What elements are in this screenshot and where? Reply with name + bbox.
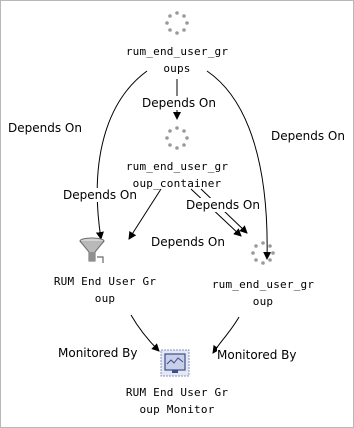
- edge-label-container-to-rum-group-ci-a: Depends On: [186, 198, 260, 212]
- node-rum-end-user-groups-label[interactable]: rum_end_user_gr oups: [119, 43, 235, 77]
- group-dots-icon[interactable]: [250, 240, 276, 266]
- edge-rum-group-to-monitor[interactable]: [130, 314, 160, 352]
- edge-groups-to-rum-group[interactable]: [95, 70, 148, 240]
- group-dots-icon[interactable]: [164, 10, 190, 36]
- node-label-line: rum_end_user_gr: [211, 278, 315, 291]
- node-label-line: RUM End User Gr: [53, 275, 157, 288]
- node-rum-end-user-group-ci-label[interactable]: rum_end_user_gr oup: [205, 276, 321, 310]
- node-rum-end-user-group-monitor-label[interactable]: RUM End User Gr oup Monitor: [119, 384, 235, 418]
- edge-label-container-to-rum-group: Depends On: [63, 188, 137, 202]
- node-label-line: oups: [163, 62, 191, 75]
- node-label-line: rum_end_user_gr: [125, 160, 229, 173]
- edge-groups-to-rum-group-ci[interactable]: [206, 70, 272, 260]
- edge-label-rum-group-ci-to-monitor: Monitored By: [217, 348, 297, 362]
- node-label-line: RUM End User Gr: [125, 386, 229, 399]
- edge-container-to-rum-group[interactable]: [128, 188, 162, 240]
- edge-rum-group-ci-to-monitor[interactable]: [212, 316, 240, 354]
- edge-label-rum-group-to-monitor: Monitored By: [58, 346, 138, 360]
- edge-label-groups-to-rum-group-ci: Depends On: [271, 129, 345, 143]
- node-label-line: oup: [252, 295, 274, 308]
- node-label-line: oup Monitor: [139, 403, 215, 416]
- node-label-line: rum_end_user_gr: [125, 45, 229, 58]
- edge-label-container-to-rum-group-ci-b: Depends On: [151, 235, 225, 249]
- node-rum-end-user-group-container-label[interactable]: rum_end_user_gr oup_container: [119, 158, 235, 192]
- group-dots-icon[interactable]: [164, 125, 190, 151]
- edge-label-groups-to-rum-group: Depends On: [8, 121, 82, 135]
- funnel-filter-icon[interactable]: [79, 237, 109, 265]
- node-label-line: oup_container: [132, 177, 222, 190]
- node-rum-end-user-group-label[interactable]: RUM End User Gr oup: [49, 273, 161, 307]
- node-label-line: oup: [94, 292, 116, 305]
- edge-container-to-rum-group-ci-a[interactable]: [190, 188, 242, 237]
- edge-label-groups-to-container: Depends On: [142, 96, 216, 110]
- monitor-icon[interactable]: [160, 349, 190, 377]
